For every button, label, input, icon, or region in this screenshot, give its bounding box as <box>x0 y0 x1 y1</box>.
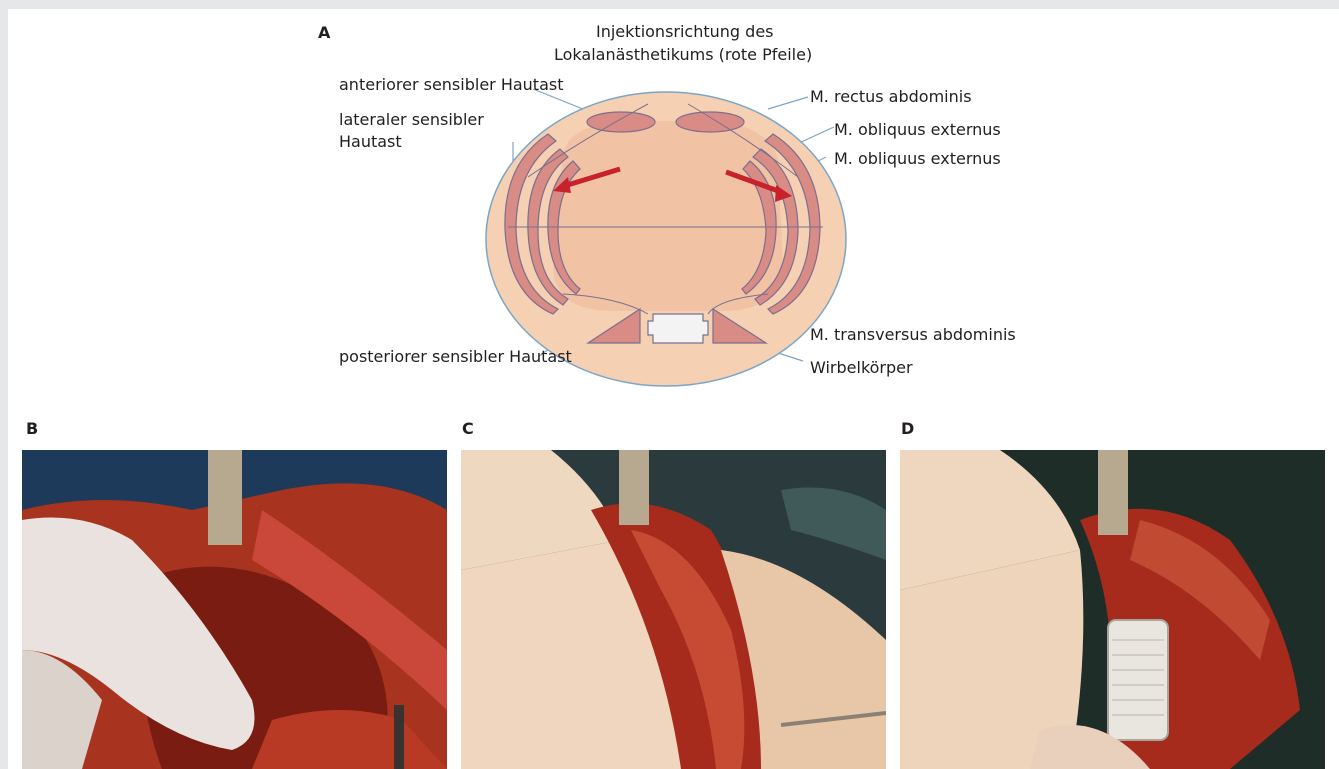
panel-label-b: B <box>26 419 38 439</box>
label-lateral-branch-1: lateraler sensibler <box>339 109 484 131</box>
panel-label-d: D <box>901 419 914 439</box>
label-posterior-branch: posteriorer sensibler Hautast <box>339 346 572 368</box>
abdominal-cross-section-diagram <box>8 9 1339 409</box>
label-obliquus-1: M. obliquus externus <box>834 119 1001 141</box>
label-injection-title-1: Injektionsrichtung des <box>596 21 774 43</box>
figure-panel: A <box>8 9 1339 769</box>
surgical-photo-b <box>22 450 447 769</box>
label-rectus: M. rectus abdominis <box>810 86 972 108</box>
label-vertebra: Wirbelkörper <box>810 357 913 379</box>
label-transversus: M. transversus abdominis <box>810 324 1016 346</box>
leader-rectus <box>768 97 808 109</box>
label-injection-title-2: Lokalanästhetikums (rote Pfeile) <box>554 44 812 66</box>
label-lateral-branch-2: Hautast <box>339 131 402 153</box>
rectus-right <box>676 112 744 132</box>
surgical-photo-c <box>461 450 886 769</box>
label-obliquus-2: M. obliquus externus <box>834 148 1001 170</box>
label-anterior-branch: anteriorer sensibler Hautast <box>339 74 563 96</box>
vertebral-body <box>648 314 708 343</box>
surgical-photo-d <box>900 450 1325 769</box>
panel-label-c: C <box>462 419 474 439</box>
rectus-left <box>587 112 655 132</box>
